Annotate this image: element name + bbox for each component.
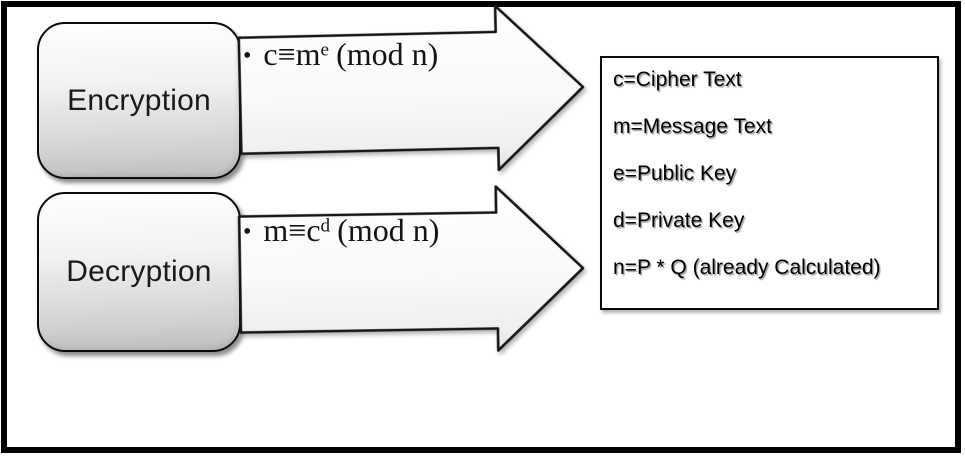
decryption-formula-base: m≡c <box>263 212 321 248</box>
legend-item-public: e=Public Key <box>613 162 737 185</box>
legend-item-private: d=Private Key <box>613 209 745 232</box>
legend-item-message: m=Message Text <box>613 115 772 138</box>
encryption-box: Encryption <box>37 22 241 179</box>
bullet-icon: • <box>243 43 252 69</box>
legend-item-cipher: c=Cipher Text <box>613 68 742 91</box>
right-arrow-shape-svg <box>237 185 585 352</box>
encryption-formula-base: c≡m <box>263 36 321 72</box>
encryption-formula-mod: (mod n) <box>336 36 439 72</box>
decryption-arrow <box>237 180 588 357</box>
legend-box: c=Cipher Text m=Message Text e=Public Ke… <box>600 56 939 310</box>
encryption-formula-exponent: e <box>320 39 330 61</box>
bullet-icon: • <box>243 219 252 245</box>
right-arrow-icon <box>237 185 585 352</box>
encryption-formula: • c≡me (mod n) <box>243 36 438 73</box>
right-arrow-shape-svg <box>237 4 585 172</box>
decryption-formula: • m≡cd (mod n) <box>243 212 439 249</box>
encryption-arrow <box>236 0 588 179</box>
decryption-formula-exponent: d <box>320 215 331 237</box>
decryption-label: Decryption <box>66 255 212 288</box>
right-arrow-icon <box>237 4 585 172</box>
decryption-box: Decryption <box>37 192 241 352</box>
legend-item-modulus: n=P * Q (already Calculated) <box>613 256 881 279</box>
encryption-label: Encryption <box>67 83 211 117</box>
decryption-formula-mod: (mod n) <box>337 212 440 248</box>
